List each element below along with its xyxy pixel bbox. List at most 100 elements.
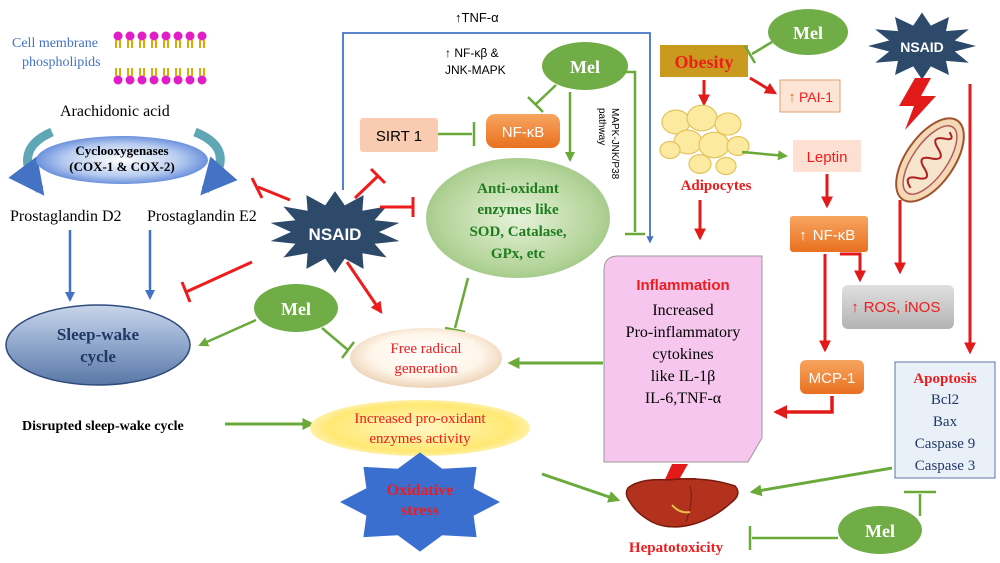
apoptosis-line-2: Bax: [933, 414, 958, 430]
antiox-label-3: SOD, Catalase,: [469, 224, 566, 240]
inhibit-bar-10: [743, 45, 757, 64]
liver-icon: [625, 478, 739, 528]
inhibit-bar-1: [250, 177, 264, 199]
cell-membrane-label-2: phospholipids: [22, 55, 101, 70]
arrow-obesity-pai1: [749, 76, 778, 95]
inhibit-mel-obesity: [751, 40, 773, 56]
inhibit-mel-mapk: [622, 70, 637, 232]
cox-label-2: (COX-1 & COX-2): [69, 159, 174, 174]
pro-oxidant-ellipse: [310, 400, 530, 456]
mapk-label-2: pathway: [596, 108, 607, 145]
arrow-apoptosis-hepato: [749, 466, 893, 497]
arrow-nfkb2-ros: [840, 252, 866, 283]
free-radical-ellipse: [350, 328, 502, 388]
nfkb-jnk-label: ↑ NF-κβ &: [445, 46, 499, 60]
nfkb2-up-arrow: ↑: [799, 227, 807, 244]
pai1-label: PAI-1: [799, 89, 833, 105]
cyclooxygenases-ellipse: [36, 136, 208, 184]
sirt1-label: SIRT 1: [376, 128, 422, 145]
inhibit-mel-freeradical: [321, 327, 349, 351]
mitochondrion-icon: [895, 117, 965, 203]
nsaid-star-left: [270, 191, 400, 273]
arrow-oxidative-hepato: [541, 472, 621, 503]
nfkb-label: NF-κB: [502, 124, 545, 141]
oxidative-label-2: stress: [401, 502, 439, 519]
disrupted-sleep-label: Disrupted sleep-wake cycle: [22, 419, 184, 434]
obesity-label: Obesity: [674, 52, 733, 72]
mel-mid-label: Mel: [281, 299, 311, 319]
cycle-arrow-right-icon: [193, 127, 238, 196]
inflammation-line-4: like IL-1β: [651, 368, 716, 385]
prostaglandin-d2-label: Prostaglandin D2: [10, 208, 122, 225]
apoptosis-line-3: Caspase 9: [915, 436, 975, 452]
oxidative-label: Oxidative: [387, 482, 454, 499]
nsaid-star-right: [868, 12, 976, 80]
mcp1-label: MCP-1: [809, 370, 856, 387]
inhibit-nsaid-prostaglandin: [257, 185, 291, 202]
inhibit-nsaid-sirt: [353, 174, 380, 200]
ros-label: ROS, iNOS: [864, 299, 941, 316]
mapk-label: MAPK-JNK/P38: [609, 108, 620, 180]
sirt1-box: [360, 118, 438, 152]
arrow-mcp1-inflam: [773, 396, 834, 419]
apoptosis-box: [894, 361, 996, 479]
free-radical-label-2: generation: [394, 361, 458, 377]
nfkb2-label: NF-κB: [813, 227, 856, 244]
obesity-box: [660, 45, 748, 77]
inflammation-line-1: Increased: [652, 302, 713, 319]
free-radical-label: Free radical: [390, 341, 461, 357]
pro-oxidant-label: Increased pro-oxidant: [354, 411, 486, 427]
blue-pathway-tnf: [342, 32, 654, 244]
pro-oxidant-label-2: enzymes activity: [369, 431, 471, 447]
pai1-box: [779, 79, 841, 113]
leptin-box: [793, 140, 861, 172]
nfkb-box: [486, 114, 560, 148]
sleep-wake-label-2: cycle: [80, 347, 116, 366]
mcp1-box: [800, 360, 864, 394]
tnf-top-label: ↑TNF-α: [455, 10, 499, 25]
nsaid-left-label: NSAID: [309, 225, 362, 244]
inhibit-mel-nfkb: [535, 84, 557, 105]
oxidative-stress-star: [340, 452, 500, 552]
apoptosis-title: Apoptosis: [913, 371, 977, 387]
cycle-arrow-left-icon: [8, 127, 54, 196]
mel-top-ellipse: [542, 42, 628, 90]
inhibit-bar-8: [444, 326, 466, 334]
inhibit-nsaid-sleep: [185, 260, 253, 294]
ros-box: [842, 285, 954, 329]
sleep-wake-label: Sleep-wake: [57, 325, 140, 344]
mel-obesity-label: Mel: [793, 23, 823, 43]
mel-obesity-ellipse: [768, 9, 848, 55]
pai1-up-arrow: ↑: [788, 89, 796, 106]
inhibit-bar-3: [369, 167, 387, 185]
lightning-mito-icon: [899, 78, 936, 130]
inhibit-bar-9: [341, 341, 355, 359]
leptin-label: Leptin: [807, 149, 848, 166]
mel-mid-ellipse: [254, 284, 338, 332]
apoptosis-line-4: Caspase 3: [915, 458, 975, 474]
arrow-nsaid-free-radical: [345, 261, 383, 314]
inflammation-title: Inflammation: [636, 277, 729, 294]
nfkb2-box: [790, 216, 868, 252]
inhibit-bar-2: [180, 281, 192, 303]
antiox-label-1: Anti-oxidant: [477, 181, 559, 197]
mel-bottom-ellipse: [838, 506, 922, 554]
inflammation-line-3: cytokines: [652, 346, 713, 363]
adipocytes-icon: [659, 104, 750, 176]
ros-up-arrow: ↑: [851, 299, 859, 316]
apoptosis-line-1: Bcl2: [931, 392, 959, 408]
arachidonic-acid-label: Arachidonic acid: [60, 103, 170, 120]
adipocytes-label: Adipocytes: [681, 178, 752, 194]
antiox-label-4: GPx, etc: [491, 246, 545, 262]
antioxidant-ellipse: [426, 158, 610, 278]
inflammation-box: [603, 255, 763, 463]
phospholipid-bilayer-icon: [113, 31, 207, 85]
inflammation-line-2: Pro-inflammatory: [626, 324, 741, 341]
nfkb-jnk-label-2: JNK-MAPK: [445, 63, 506, 77]
mel-bottom-label: Mel: [865, 521, 895, 541]
prostaglandin-e2-label: Prostaglandin E2: [147, 208, 257, 225]
cox-label: Cyclooxygenases: [75, 143, 168, 158]
cell-membrane-label: Cell membrane: [12, 36, 98, 51]
sleep-wake-cycle-ellipse: [5, 304, 191, 386]
